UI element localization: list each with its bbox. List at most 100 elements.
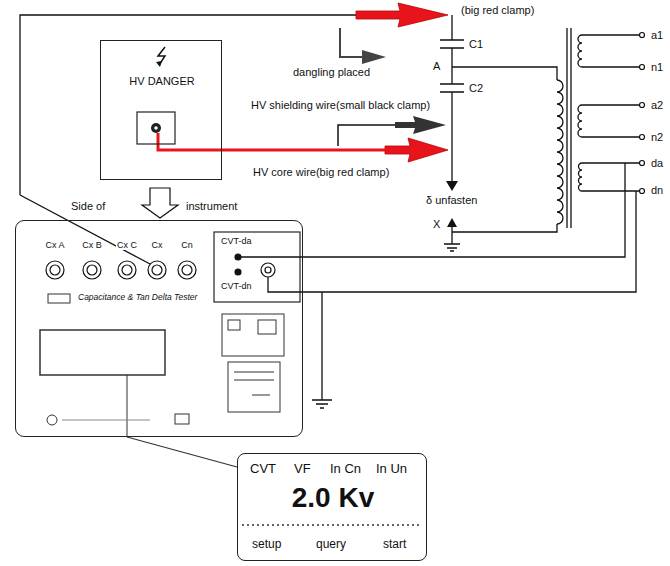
instrument-jack: [118, 261, 136, 279]
panel-fitting: [258, 320, 276, 334]
secondary-lead: [241, 163, 625, 257]
diagram-label: a2: [650, 99, 664, 112]
diagram-label: n1: [650, 61, 664, 74]
hv-shield-wire: [338, 116, 446, 146]
instrument-jack: [83, 261, 101, 279]
node-title: Capacitance & Tan Delta Tester: [78, 293, 197, 303]
transformer-core: [567, 28, 639, 228]
dangling-wire: [340, 28, 364, 57]
instrument-jack: [152, 265, 162, 275]
diagram-label: CVT-dn: [220, 281, 253, 291]
display-divider: [242, 525, 422, 526]
diagram-label: Cn: [180, 240, 194, 250]
side-view-arrow: [142, 188, 178, 218]
node-title: HV DANGER: [129, 75, 194, 88]
instrument-jack: [261, 263, 275, 277]
hv-core-wire: [158, 133, 388, 150]
hv-outlet-panel: HV DANGER: [100, 40, 222, 180]
coil-winding: [578, 35, 582, 67]
terminal-dot: [640, 103, 645, 108]
terminal-dot: [640, 33, 645, 38]
panel-fitting: [228, 320, 240, 330]
panel-fitting: [47, 415, 57, 425]
diagram-label: da: [650, 157, 664, 170]
diagram-label: C1: [468, 38, 484, 51]
diagram-label: CVT-da: [220, 236, 253, 246]
side-view-arrow: [142, 188, 178, 218]
instrument-jack: [265, 267, 271, 273]
panel-fitting: [222, 314, 284, 356]
big-red-clamp: [356, 3, 448, 162]
hv-shield-wire: [338, 125, 398, 146]
coil-winding: [579, 163, 583, 191]
coil-winding: [557, 80, 563, 224]
hv-core-wire: [158, 133, 388, 150]
instrument-jack: [46, 261, 64, 279]
instrument-jack: [182, 265, 192, 275]
cvt-terminal-block: [235, 254, 241, 260]
node-text: query: [316, 538, 346, 552]
leader-line: [127, 437, 237, 467]
instrument-jack: [87, 265, 97, 275]
node-title: CVT: [250, 462, 276, 477]
terminal-dot: [640, 161, 645, 166]
diagram-label: dn: [650, 184, 664, 197]
node-text: setup: [252, 538, 281, 552]
terminal-arrow: [446, 181, 458, 191]
diagram-label: HV shielding wire(small black clamp): [250, 99, 431, 112]
terminal-dot: [640, 33, 645, 194]
instrument-jack: [122, 265, 132, 275]
cvt-stack: [440, 15, 557, 251]
panel-fitting: [127, 375, 128, 437]
transformer-core: [567, 28, 571, 228]
secondary-lead: [268, 191, 636, 292]
hv-outlet: [151, 123, 161, 133]
diagram-label: C2: [468, 82, 484, 95]
cvt-stack: [452, 67, 557, 80]
instrument-panel: Capacitance & Tan Delta Tester: [15, 220, 303, 437]
instrument-jack: [148, 261, 166, 279]
big-red-clamp: [356, 3, 448, 27]
hv-outlet: [137, 47, 175, 144]
hv-outlet: [137, 112, 175, 144]
big-red-clamp: [385, 138, 448, 162]
node-text: start: [383, 538, 406, 552]
terminal-dot: [640, 65, 645, 70]
diagram-label: HV core wire(big red clamp): [252, 166, 390, 179]
hv-outlet: [154, 126, 158, 130]
dangling-wire: [340, 28, 386, 64]
cvt-stack: [444, 238, 460, 251]
terminal-dot: [640, 135, 645, 140]
diagram-label: (big red clamp): [460, 4, 535, 17]
display-screen: CVTVFIn CnIn Un2.0 Kvsetupquerystart: [237, 453, 427, 561]
diagram-label: δ unfasten: [425, 194, 478, 207]
diagram-label: A: [432, 60, 441, 73]
hv-shield-wire: [395, 116, 446, 134]
ground-wire: [20, 195, 150, 264]
panel-fitting: [175, 414, 189, 424]
cvt-stack: [452, 224, 557, 232]
panel-fitting: [40, 330, 165, 375]
panel-fitting: [228, 362, 280, 412]
terminal-dot: [640, 189, 645, 194]
instrument-jack: [50, 265, 60, 275]
diagram-label: a1: [650, 29, 664, 42]
hv-outlet: [156, 61, 162, 67]
diagram-label: X: [432, 218, 441, 231]
diagram-label: Cx A: [44, 240, 65, 250]
diagram-label: Cx: [151, 240, 164, 250]
panel-fitting: [62, 420, 150, 421]
panel-fitting: [48, 294, 70, 303]
terminal-arrow: [447, 218, 457, 227]
diagram-label: dangling placed: [292, 66, 371, 79]
ground-wire: [20, 15, 358, 264]
diagram-label: n2: [650, 131, 664, 144]
diagram-label: Cx B: [81, 240, 103, 250]
display-divider: [242, 524, 422, 526]
diagram-label: Cx C: [116, 240, 138, 250]
node-text: In Cn: [330, 462, 361, 477]
secondary-lead: [241, 163, 636, 408]
transformer-core: [582, 35, 639, 191]
node-text: In Un: [376, 462, 407, 477]
node-text: 2.0 Kv: [292, 482, 375, 514]
